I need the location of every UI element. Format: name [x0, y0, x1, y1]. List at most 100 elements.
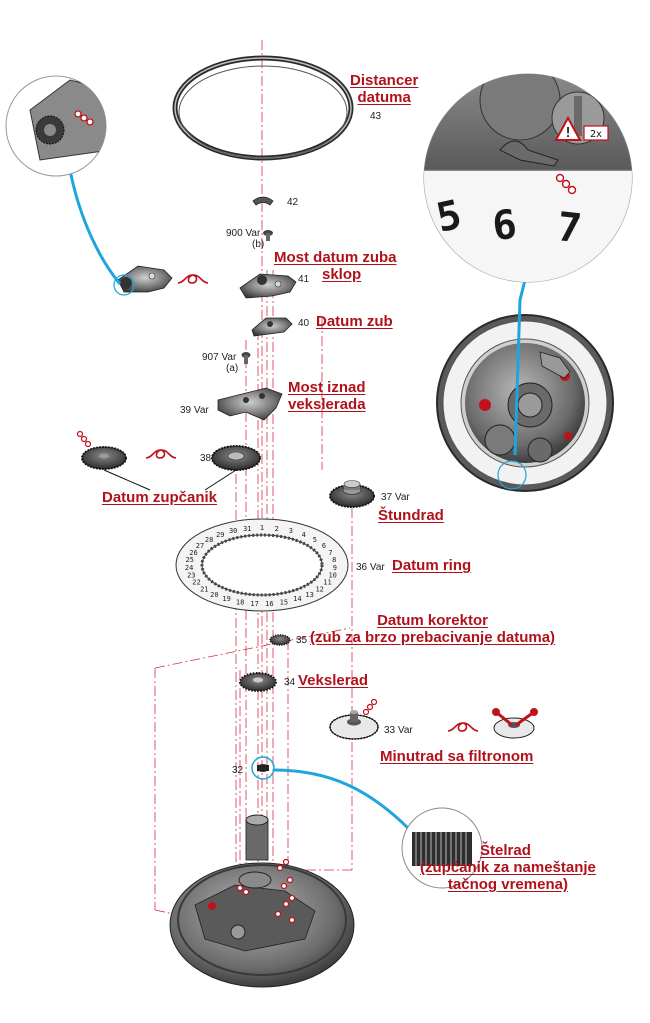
date-ring-digit: 10 — [328, 572, 336, 580]
lubrication-dots-left — [74, 110, 94, 126]
left-zoom — [5, 75, 107, 177]
date-ring-digit: 19 — [222, 595, 230, 603]
part-907-screw — [241, 352, 251, 364]
label-datum-ring: Datum ring — [392, 557, 472, 574]
date-ring-digit: 11 — [323, 579, 331, 587]
spring-symbol-33 — [447, 722, 479, 732]
num-36: 36 Var — [356, 562, 385, 573]
date-ring-digit: 29 — [216, 531, 224, 539]
date-ring-digit: 1 — [260, 524, 264, 532]
label-most-iznad-line2: vekslerada — [288, 396, 366, 413]
num-43: 43 — [370, 111, 382, 122]
part-41-bridge-copy — [117, 265, 173, 293]
part-35-date-corrector — [269, 634, 291, 646]
part-34-minute-wheel — [239, 672, 277, 692]
label-stelrad-line3: tačnog vremena) — [447, 876, 568, 893]
label-datum-zupcanik: Datum zupčanik — [102, 489, 218, 506]
label-most-datum-zuba: Most datum zuba sklop — [274, 249, 397, 283]
lubrication-dots-zoom — [555, 173, 577, 195]
zoom-digit-1: 6 — [490, 202, 519, 250]
label-datum-korektor: Datum korektor (zub za brzo prebacivanje… — [310, 612, 555, 646]
label-most-iznad: Most iznad vekslerada — [288, 379, 366, 413]
num-900: 900 Var — [226, 228, 261, 239]
base-movement — [169, 814, 355, 988]
part-39-bridge — [217, 387, 283, 421]
lubrication-dots-38 — [76, 430, 92, 448]
part-38-date-wheel-copy — [81, 446, 127, 470]
leader-left-zoom — [68, 169, 122, 285]
num-39: 39 Var — [180, 405, 209, 416]
leader-top-zoom — [513, 279, 527, 456]
part-900-screw — [263, 230, 273, 241]
num-38: 38 — [200, 453, 212, 464]
date-ring-digit: 16 — [265, 600, 273, 608]
num-32: 32 — [232, 765, 244, 776]
num-40: 40 — [298, 318, 310, 329]
date-ring-digit: 6 — [322, 542, 326, 550]
date-ring-digit: 13 — [305, 591, 313, 599]
date-ring-digit: 18 — [236, 598, 244, 606]
label-datum-korektor-line2: (zub za brzo prebacivanje datuma) — [310, 629, 556, 646]
axis-lines — [154, 40, 353, 931]
label-datum-zub: Datum zub — [316, 313, 393, 330]
label-stundrad: Štundrad — [378, 507, 444, 524]
label-most-datum-zuba-line1: Most datum zuba — [274, 249, 397, 266]
num-b: (b) — [252, 239, 265, 250]
num-907: 907 Var — [202, 352, 237, 363]
leader-32 — [273, 768, 412, 832]
date-ring-digit: 4 — [302, 531, 306, 539]
label-datum-korektor-line1: Datum korektor — [377, 612, 488, 629]
leader-38 — [103, 469, 237, 491]
date-ring-digit: 8 — [332, 556, 336, 564]
num-a: (a) — [226, 363, 239, 374]
part-33-cannon-pinion-copy — [492, 708, 538, 739]
warning-count: 2x — [590, 129, 602, 140]
part-37-hour-wheel — [329, 480, 375, 508]
top-right-zoom: 5 6 7 ! 2x — [423, 73, 633, 283]
assembled-movement — [436, 314, 614, 492]
label-stelrad-line2: (zupčanik za nameštanje — [420, 859, 596, 876]
num-35: 35 — [296, 635, 308, 646]
num-42: 42 — [287, 197, 299, 208]
part-32-setting-wheel — [251, 756, 275, 780]
num-37: 37 Var — [381, 492, 410, 503]
left-zoom-target — [113, 274, 135, 296]
num-34: 34 — [284, 677, 296, 688]
part-38-date-wheel — [211, 445, 261, 471]
part-43-distancer-ring — [172, 55, 354, 161]
label-vekslerad: Vekslerad — [298, 672, 369, 689]
label-stelrad: Štelrad (zupčanik za nameštanje tačnog v… — [420, 842, 596, 893]
spring-symbol-38 — [145, 449, 177, 459]
date-ring-digit: 24 — [185, 564, 193, 572]
num-41: 41 — [298, 274, 310, 285]
label-distancer-line1: Distancer — [350, 72, 419, 89]
num-33: 33 Var — [384, 725, 413, 736]
date-ring-digit: 22 — [192, 579, 200, 587]
date-ring-digit: 7 — [328, 549, 332, 557]
date-ring-digit: 17 — [250, 600, 258, 608]
zoom-digit-2: 7 — [555, 204, 584, 252]
spring-symbol-41 — [177, 274, 209, 284]
warning-count-box — [583, 125, 609, 141]
date-ring-digit: 15 — [280, 598, 288, 606]
stelrad-zoom — [401, 807, 483, 889]
date-ring-digit: 3 — [289, 527, 293, 535]
date-ring-digit: 30 — [229, 527, 237, 535]
date-ring-digit: 12 — [315, 585, 323, 593]
date-ring-digit: 14 — [293, 595, 301, 603]
date-ring-digit: 28 — [205, 536, 213, 544]
warning-icon: ! — [554, 115, 582, 141]
date-ring-digit: 21 — [200, 585, 208, 593]
date-ring-digit: 9 — [333, 564, 337, 572]
label-stelrad-line1: Štelrad — [480, 842, 531, 859]
date-ring-digit: 20 — [210, 591, 218, 599]
svg-text:!: ! — [564, 126, 572, 141]
date-ring-digit: 25 — [186, 556, 194, 564]
part-42-clip — [252, 196, 274, 206]
date-ring-digit: 23 — [187, 572, 195, 580]
label-distancer: Distancer datuma — [350, 72, 418, 106]
